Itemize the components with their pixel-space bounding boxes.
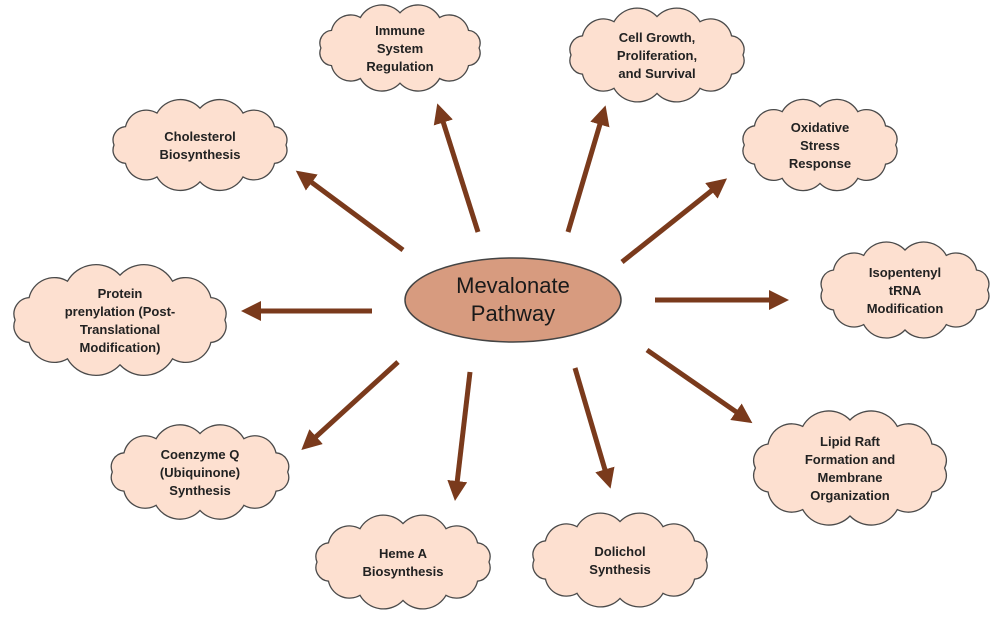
node-label-line: and Survival: [618, 66, 695, 81]
arrow-to-immune-system-regulation: [433, 103, 481, 233]
cloud-shape: [753, 410, 947, 526]
node-label-line: Coenzyme Q: [161, 447, 240, 462]
node-label-line: Protein: [98, 286, 143, 301]
cloud-shape: [112, 98, 288, 192]
node-label-line: prenylation (Post-: [65, 304, 176, 319]
node-label-line: Dolichol: [594, 544, 645, 559]
node-label-line: Modification: [867, 301, 944, 316]
arrow-to-heme-a-biosynthesis: [447, 371, 473, 501]
center-ellipse: [404, 257, 622, 343]
arrow-to-cholesterol-biosynthesis: [295, 170, 405, 253]
node-heme-a-biosynthesis: Heme A Biosynthesis: [315, 514, 491, 610]
node-label-line: Formation and: [805, 452, 895, 467]
cloud-shape: [742, 98, 898, 192]
cloud-shape: [110, 424, 290, 520]
node-label-line: Synthesis: [589, 562, 650, 577]
node-cell-growth-proliferation-survival: Cell Growth, Proliferation, and Survival: [569, 7, 745, 103]
node-label-line: (Ubiquinone): [160, 465, 240, 480]
arrows-layer: [241, 103, 789, 501]
cloud-shape: [820, 241, 990, 339]
node-label-line: Oxidative: [791, 120, 850, 135]
center-label-line-1: Mevalonate: [456, 273, 570, 298]
cloud-shape: [569, 7, 745, 103]
node-label-line: Lipid Raft: [820, 434, 881, 449]
node-label-line: System: [377, 41, 423, 56]
center-label-line-2: Pathway: [471, 301, 555, 326]
node-label-line: Modification): [80, 340, 161, 355]
node-label-line: Biosynthesis: [363, 564, 444, 579]
cloud-shape: [319, 4, 481, 92]
cloud-shape: [532, 512, 708, 608]
node-label-line: Organization: [810, 488, 890, 503]
cloud-shape: [315, 514, 491, 610]
center-node: Mevalonate Pathway: [404, 257, 622, 343]
node-label-line: Translational: [80, 322, 160, 337]
node-label-line: Response: [789, 156, 851, 171]
node-label-line: Stress: [800, 138, 840, 153]
node-isopentenyl-trna-modification: Isopentenyl tRNA Modification: [820, 241, 990, 339]
arrow-to-cell-growth-proliferation-survival: [565, 105, 610, 233]
node-label-line: Cell Growth,: [619, 30, 696, 45]
node-label-line: Immune: [375, 23, 425, 38]
node-label-line: Proliferation,: [617, 48, 697, 63]
arrow-to-coenzyme-q-synthesis: [301, 360, 400, 451]
node-coenzyme-q-synthesis: Coenzyme Q (Ubiquinone) Synthesis: [110, 424, 290, 520]
node-label-line: Synthesis: [169, 483, 230, 498]
node-label-line: Isopentenyl: [869, 265, 941, 280]
node-label-line: tRNA: [889, 283, 922, 298]
arrow-to-dolichol-synthesis: [572, 367, 615, 489]
node-protein-prenylation: Protein prenylation (Post- TranslationalMo…: [13, 264, 227, 376]
node-label-line: Heme A: [379, 546, 428, 561]
node-label-line: Cholesterol: [164, 129, 236, 144]
node-label-line: Membrane: [817, 470, 882, 485]
arrow-to-oxidative-stress-response: [620, 178, 728, 264]
cloud-shape: [13, 264, 227, 376]
node-label-line: Biosynthesis: [160, 147, 241, 162]
node-label-line: Regulation: [366, 59, 433, 74]
arrow-to-lipid-raft-formation: [645, 347, 753, 424]
